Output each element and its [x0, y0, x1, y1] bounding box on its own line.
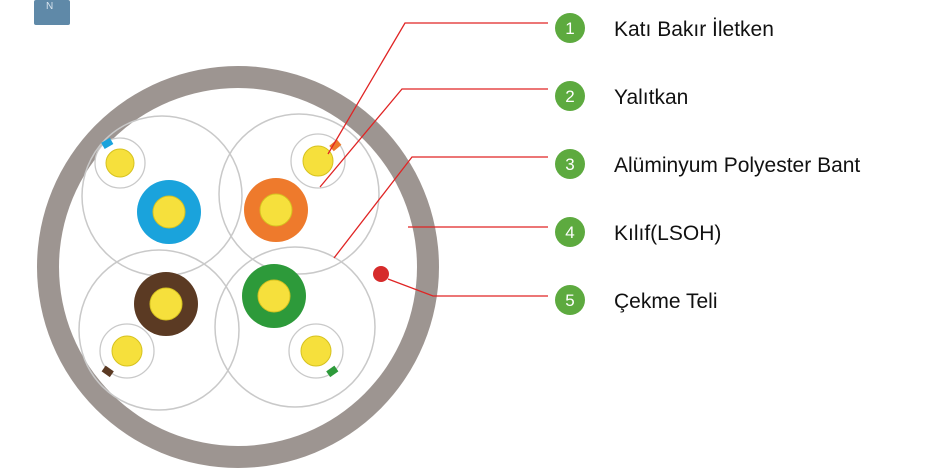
conductor	[149, 287, 183, 321]
pair-shield-ring	[218, 113, 380, 275]
stripe-marker-brown	[101, 365, 114, 378]
stripe-marker-blue	[101, 137, 114, 149]
leader-lines	[319, 22, 548, 297]
conductor	[111, 335, 143, 367]
logo-letter: N	[46, 1, 53, 12]
legend-number: 2	[565, 87, 574, 106]
legend-label: Çekme Teli	[614, 290, 717, 313]
legend-number: 1	[565, 19, 574, 38]
legend-item-5: 5 Çekme Teli	[555, 285, 717, 315]
leader-line-3	[333, 156, 548, 259]
legend-badge	[555, 285, 585, 315]
legend-badge	[555, 149, 585, 179]
legend-label: Yalıtkan	[614, 86, 688, 109]
ripcord	[373, 266, 389, 282]
corner-logo: N	[34, 0, 70, 25]
legend-badge	[555, 81, 585, 111]
legend-number: 4	[565, 223, 574, 242]
legend-number: 5	[565, 291, 574, 310]
pair-green	[214, 246, 376, 408]
cable-body	[37, 66, 439, 468]
leader-line-5	[387, 278, 548, 297]
legend-item-2: 2 Yalıtkan	[555, 81, 688, 111]
legend-item-1: 1 Katı Bakır İletken	[555, 13, 774, 43]
leader-line-1	[327, 22, 548, 155]
legend-number: 3	[565, 155, 574, 174]
conductor	[257, 279, 291, 313]
conductor	[300, 335, 332, 367]
pair-shield-ring	[214, 246, 376, 408]
legend-item-3: 3 Alüminyum Polyester Bant	[555, 149, 860, 179]
logo-tile	[34, 0, 70, 25]
stripe-marker-green	[326, 365, 339, 378]
legend: 1 Katı Bakır İletken 2 Yalıtkan 3 Alümin…	[555, 13, 860, 315]
leader-line-2	[319, 88, 548, 188]
pair-shield-ring	[78, 249, 240, 411]
pair-brown	[78, 249, 240, 411]
conductor	[259, 193, 293, 227]
legend-label: Katı Bakır İletken	[614, 18, 774, 41]
legend-badge	[555, 217, 585, 247]
stripe-marker-orange	[329, 139, 342, 152]
legend-label: Kılıf(LSOH)	[614, 222, 721, 245]
conductor	[302, 145, 334, 177]
legend-item-4: 4 Kılıf(LSOH)	[555, 217, 721, 247]
legend-label: Alüminyum Polyester Bant	[614, 154, 860, 177]
pair-blue	[81, 115, 243, 277]
conductor	[152, 195, 186, 229]
legend-badge	[555, 13, 585, 43]
conductor	[105, 148, 135, 178]
